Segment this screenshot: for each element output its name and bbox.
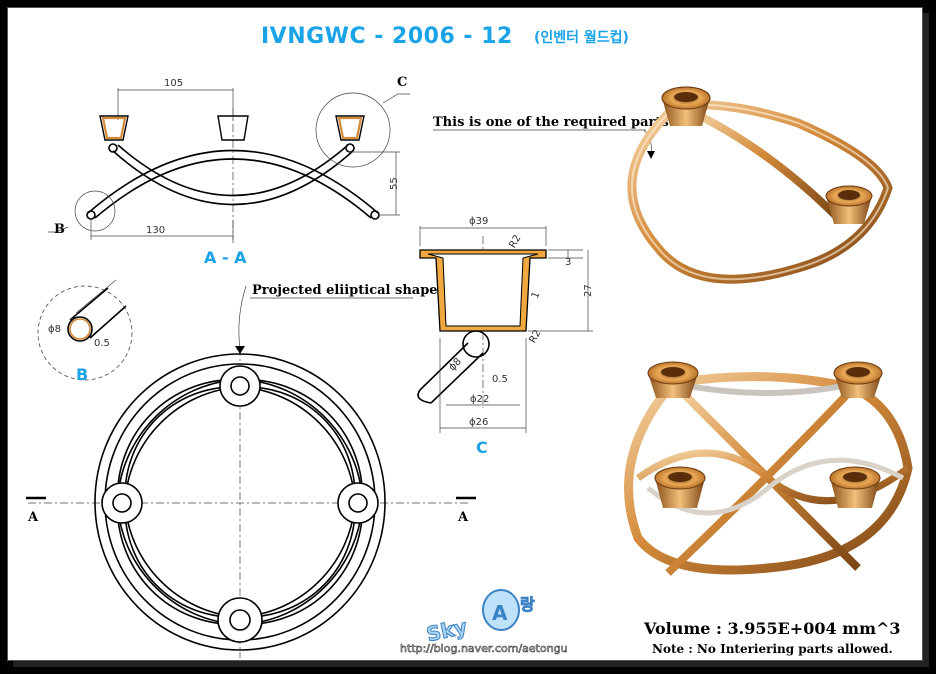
detail-b-view: ϕ8 0.5 — [37, 279, 133, 381]
title-main: IVNGWC - 2006 - 12 — [261, 24, 513, 49]
label-detail-c: C — [476, 438, 488, 457]
title-korean: (인벤터 월드컵) — [534, 29, 629, 46]
dim-b-05: 0.5 — [94, 338, 110, 349]
dim-c-d8: ϕ8 — [447, 356, 464, 373]
dim-b-d8: ϕ8 — [48, 324, 61, 335]
section-mark-right: A — [457, 510, 469, 525]
volume-text: Volume : 3.955E+004 mm^3 — [643, 619, 901, 638]
marker-c: C — [397, 75, 407, 90]
technical-drawing: IVNGWC - 2006 - 12 (인벤터 월드컵) 105 55 — [26, 24, 913, 658]
svg-text:A: A — [492, 601, 508, 625]
note-text: Note : No Interiering parts allowed. — [652, 642, 893, 656]
label-section-aa: A - A — [204, 248, 247, 267]
annotation-required-part: This is one of the required parts — [433, 115, 669, 130]
dim-c-d39: ϕ39 — [469, 216, 488, 227]
section-mark-left: A — [27, 510, 39, 525]
dim-c-r2-top: R2 — [507, 233, 523, 250]
watermark-url: http://blog.naver.com/aetongu — [400, 642, 568, 655]
dim-105: 105 — [164, 78, 183, 89]
detail-c-view: ϕ39 3 27 R2 R2 1 ϕ8 0.5 ϕ22 ϕ26 — [417, 216, 594, 433]
watermark-logo: Sky A 랑 — [424, 589, 535, 647]
dim-c-d22: ϕ22 — [470, 394, 489, 405]
top-view — [26, 285, 476, 658]
dim-c-d26: ϕ26 — [469, 417, 488, 428]
watermark-logo-korean: 랑 — [520, 595, 535, 614]
render-single-part — [627, 86, 893, 284]
render-assembly — [624, 361, 913, 576]
label-detail-b: B — [76, 365, 88, 384]
annotation-projected-shape: Projected eliiptical shape — [252, 283, 438, 298]
dim-c-1: 1 — [530, 290, 543, 300]
dim-c-27: 27 — [583, 284, 594, 297]
dim-c-05: 0.5 — [492, 374, 508, 385]
dim-130: 130 — [146, 225, 165, 236]
marker-b: B — [54, 222, 65, 237]
section-aa-view: 105 55 130 B C — [48, 75, 410, 243]
drawing-sheet: IVNGWC - 2006 - 12 (인벤터 월드컵) 105 55 — [7, 7, 923, 661]
dim-c-3: 3 — [565, 257, 571, 268]
dim-55: 55 — [389, 177, 400, 190]
